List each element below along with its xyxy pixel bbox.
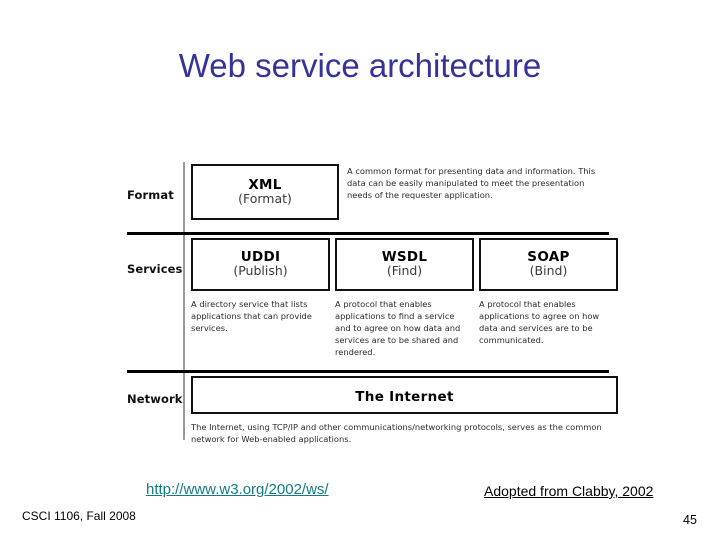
- box-soap: SOAP (Bind): [479, 238, 618, 291]
- web-service-architecture-diagram: Format XML (Format) A common format for …: [127, 162, 618, 444]
- row-label-services: Services: [127, 262, 183, 276]
- desc-the-internet: The Internet, using TCP/IP and other com…: [191, 422, 602, 445]
- box-soap-sublabel: (Bind): [529, 263, 568, 279]
- divider-services-network: [127, 370, 609, 373]
- page-title: Web service architecture: [178, 47, 542, 84]
- divider-format-services: [127, 232, 609, 235]
- desc-xml: A common format for presenting data and …: [347, 166, 596, 201]
- box-xml-sublabel: (Format): [238, 191, 292, 207]
- diagram-row-format: Format XML (Format) A common format for …: [127, 162, 609, 230]
- w3c-ws-link[interactable]: http://www.w3.org/2002/ws/: [146, 481, 329, 498]
- row-label-format: Format: [127, 188, 174, 202]
- box-wsdl-name: WSDL: [381, 249, 428, 265]
- desc-uddi: A directory service that lists applicati…: [191, 299, 312, 334]
- box-xml-name: XML: [248, 177, 282, 193]
- course-footer: CSCI 1106, Fall 2008: [22, 509, 136, 523]
- desc-wsdl: A protocol that enables applications to …: [335, 299, 461, 358]
- box-soap-name: SOAP: [527, 249, 570, 265]
- box-wsdl: WSDL (Find): [335, 238, 474, 291]
- source-credit: Adopted from Clabby, 2002: [484, 483, 654, 499]
- page-number: 45: [683, 513, 697, 527]
- box-the-internet-name: The Internet: [355, 389, 454, 405]
- box-uddi-sublabel: (Publish): [233, 263, 288, 279]
- diagram-row-services: Services UDDI (Publish) WSDL (Find) SOAP…: [127, 236, 618, 368]
- box-the-internet: The Internet: [191, 376, 618, 414]
- box-uddi-name: UDDI: [240, 249, 281, 265]
- box-uddi: UDDI (Publish): [191, 238, 330, 291]
- box-wsdl-sublabel: (Find): [386, 263, 423, 279]
- row-label-network: Network: [127, 392, 183, 406]
- box-xml: XML (Format): [191, 164, 339, 220]
- desc-soap: A protocol that enables applications to …: [479, 299, 600, 346]
- diagram-vertical-divider: [183, 162, 185, 440]
- diagram-row-network: Network The Internet The Internet, using…: [127, 374, 618, 444]
